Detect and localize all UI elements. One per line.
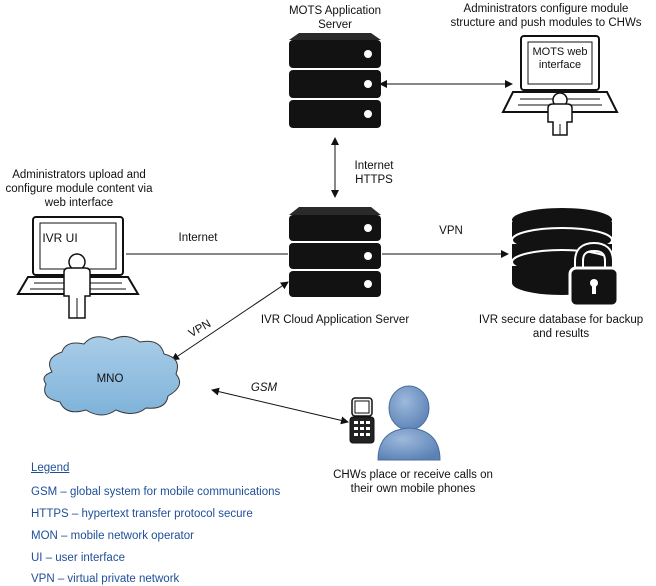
mno-cloud-icon: [43, 336, 181, 416]
gsm-label: GSM: [250, 382, 278, 394]
mots-server-icon: [289, 33, 381, 128]
lock-icon: [568, 241, 620, 308]
mno-label: MNO: [96, 373, 124, 385]
ivr-ui-laptop-icon: [16, 216, 140, 319]
legend-item-gsm: GSM – global system for mobile communica…: [31, 486, 281, 498]
mots-web-screen-text: MOTS web interface: [532, 46, 588, 71]
ivr-ui-screen-text: IVR UI: [42, 231, 78, 245]
ivr-cloud-server-icon: [289, 207, 381, 297]
cloud-to-mno-arrow: [171, 281, 289, 361]
internet-https-label: Internet HTTPS: [354, 160, 394, 186]
legend-item-https: HTTPS – hypertext transfer protocol secu…: [31, 508, 253, 520]
admin-upload-label: Administrators upload and configure modu…: [5, 169, 153, 209]
ivr-cloud-label: IVR Cloud Application Server: [260, 314, 410, 326]
admin-configure-label: Administrators configure module structur…: [450, 3, 642, 29]
mots-web-laptop-icon: [501, 35, 619, 136]
legend-item-mon: MON – mobile network operator: [31, 530, 194, 542]
ivr-database-label: IVR secure database for backup and resul…: [478, 314, 644, 340]
vpn-label-top: VPN: [439, 225, 463, 237]
internet-label: Internet: [178, 232, 218, 244]
legend-item-ui: UI – user interface: [31, 552, 125, 564]
legend-title: Legend: [31, 462, 70, 474]
legend-item-vpn: VPN – virtual private network: [31, 573, 180, 585]
mno-to-phone-arrow: [211, 387, 349, 425]
mobile-phone-icon: [349, 397, 375, 444]
mots-server-label: MOTS Application Server: [288, 5, 382, 31]
chw-label: CHWs place or receive calls on their own…: [333, 469, 493, 495]
chw-person-icon: [377, 385, 441, 461]
